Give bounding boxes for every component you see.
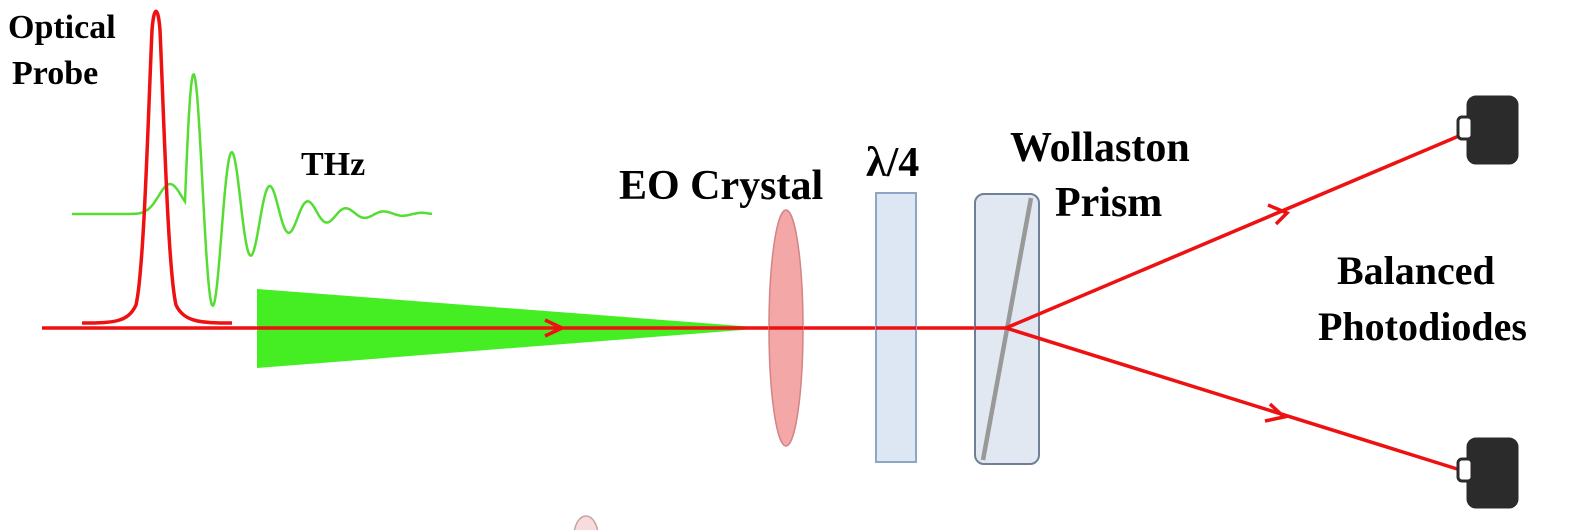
lower-photodiode	[1456, 434, 1522, 512]
upper-photodiode	[1456, 92, 1522, 168]
thz-waveform	[72, 72, 433, 308]
quarter-wave-label: λ/4	[866, 140, 919, 186]
lower-photodiode-window	[1456, 457, 1474, 483]
optical-probe-pulse	[81, 9, 233, 325]
eo-crystal-label: EO Crystal	[619, 163, 823, 209]
balanced-label-line1: Balanced	[1337, 248, 1495, 293]
upper-split-beam	[1005, 131, 1467, 330]
lower-split-beam	[1005, 326, 1471, 475]
lower-split-beam-arrowhead	[1264, 402, 1288, 423]
optical-probe-label-line2: Probe	[12, 55, 98, 92]
partial-lens-fragment	[573, 515, 599, 530]
wollaston-label-line1: Wollaston	[1010, 125, 1190, 171]
balanced-label-line2: Photodiodes	[1318, 304, 1527, 349]
optical-probe-label-line1: Optical	[8, 9, 116, 46]
upper-photodiode-window	[1456, 115, 1474, 141]
wollaston-label-line2: Prism	[1055, 180, 1162, 226]
probe-beam-arrowhead	[544, 318, 567, 338]
upper-split-beam-arrowhead	[1267, 203, 1291, 226]
thz-label: THz	[301, 146, 365, 183]
